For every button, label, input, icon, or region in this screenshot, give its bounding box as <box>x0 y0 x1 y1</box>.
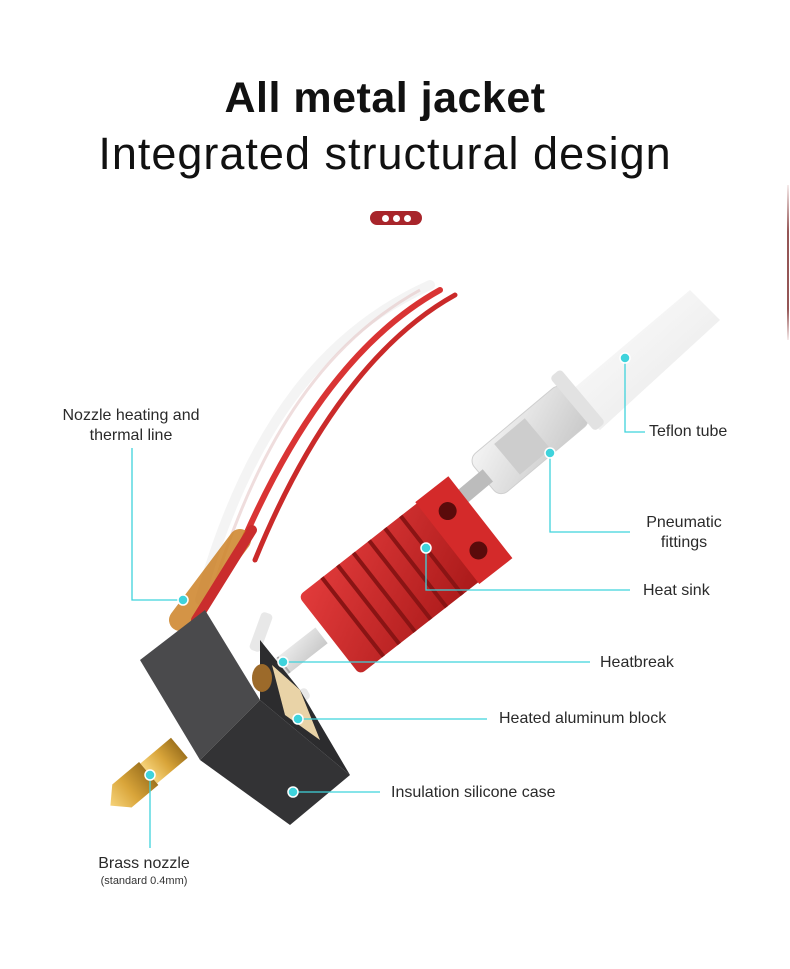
marker-teflon-icon <box>619 352 631 364</box>
heater-block-icon <box>272 665 320 740</box>
callout-label: Nozzle heating and <box>62 407 200 424</box>
callout-heat-sink: Heat sink <box>643 582 710 599</box>
callout-heated-block: Heated aluminum block <box>499 710 667 727</box>
callout-pneumatic-fittings: Pneumatic fittings <box>632 513 736 553</box>
callout-heatbreak: Heatbreak <box>600 654 674 671</box>
callout-markers <box>144 352 631 798</box>
dot-icon <box>381 214 389 222</box>
callout-note: (standard 0.4mm) <box>100 875 188 887</box>
callout-silicone-case: Insulation silicone case <box>391 784 556 801</box>
marker-heatsink-icon <box>420 542 432 554</box>
callout-label: fittings <box>660 534 708 551</box>
heat-sink-icon <box>300 476 513 673</box>
callout-brass-nozzle: Brass nozzle (standard 0.4mm) <box>80 854 208 888</box>
callout-label: Brass nozzle <box>98 855 190 872</box>
page-title: All metal jacket <box>224 74 546 122</box>
callout-teflon-tube: Teflon tube <box>649 423 728 440</box>
wires-icon <box>169 280 458 631</box>
callout-thermal-line: Nozzle heating and thermal line <box>48 406 214 446</box>
marker-block-icon <box>292 713 304 725</box>
marker-thermal-line-icon <box>177 594 189 606</box>
dot-icon <box>392 214 400 222</box>
marker-nozzle-icon <box>144 769 156 781</box>
marker-heatbreak-icon <box>277 656 289 668</box>
pager-dots-icon <box>370 211 422 225</box>
silicone-case-icon <box>140 610 350 825</box>
callout-lines <box>131 358 645 848</box>
dot-icon <box>403 214 411 222</box>
page-subtitle: Integrated structural design <box>98 128 672 179</box>
marker-fitting-icon <box>544 447 556 459</box>
edge-divider <box>787 185 789 340</box>
callout-label: thermal line <box>89 427 173 444</box>
marker-case-icon <box>287 786 299 798</box>
callout-label: Pneumatic <box>646 514 722 531</box>
teflon-tube-icon <box>560 290 720 430</box>
